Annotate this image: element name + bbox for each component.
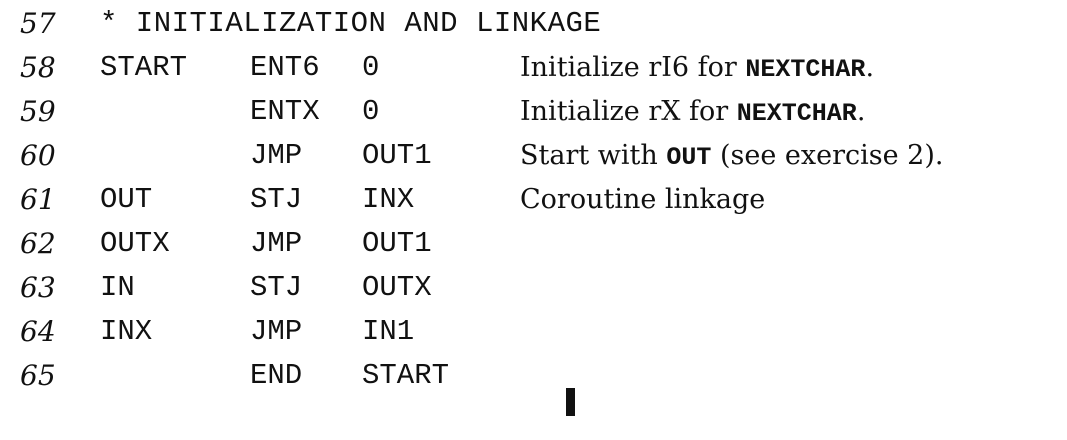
address-field: OUT1 [362, 227, 432, 260]
comment-keyword: OUT [666, 143, 712, 172]
listing-line-62: 62 OUTX JMP OUT1 [0, 222, 1067, 266]
line-number: 62 [20, 227, 56, 260]
listing-line-57: 57 * INITIALIZATION AND LINKAGE [0, 2, 1067, 46]
comment-text-end: . [856, 96, 866, 127]
address-field: OUT1 [362, 139, 432, 172]
address-field: 0 [362, 95, 380, 128]
listing-line-61: 61 OUT STJ INX Coroutine linkage [0, 178, 1067, 222]
comment-keyword: NEXTCHAR [736, 99, 857, 128]
opcode: END [250, 359, 303, 392]
line-number: 63 [20, 271, 56, 304]
line-number: 60 [20, 139, 56, 172]
address-field: OUTX [362, 271, 432, 304]
listing-line-59: 59 ENTX 0 Initialize rX for NEXTCHAR. [0, 90, 1067, 134]
opcode: JMP [250, 315, 303, 348]
listing-line-64: 64 INX JMP IN1 [0, 310, 1067, 354]
listing-line-63: 63 IN STJ OUTX [0, 266, 1067, 310]
comment-text: Coroutine linkage [520, 184, 766, 215]
opcode: STJ [250, 271, 303, 304]
listing-line-60: 60 JMP OUT1 Start with OUT (see exercise… [0, 134, 1067, 178]
section-heading: * INITIALIZATION AND LINKAGE [100, 7, 602, 40]
comment-keyword: NEXTCHAR [745, 55, 866, 84]
opcode: ENT6 [250, 51, 320, 84]
comment-text: Initialize rX for [520, 96, 737, 127]
address-field: INX [362, 183, 415, 216]
line-number: 59 [20, 95, 56, 128]
comment: Start with OUT (see exercise 2). [520, 134, 943, 180]
opcode: STJ [250, 183, 303, 216]
opcode: JMP [250, 227, 303, 260]
comment-text: Start with [520, 140, 667, 171]
line-number: 57 [20, 7, 56, 40]
address-field: 0 [362, 51, 380, 84]
address-field: IN1 [362, 315, 415, 348]
text-cursor [566, 388, 575, 416]
location-label: INX [100, 315, 153, 348]
address-field: START [362, 359, 450, 392]
comment-text: Initialize rI6 for [520, 52, 746, 83]
location-label: OUT [100, 183, 153, 216]
comment: Initialize rI6 for NEXTCHAR. [520, 46, 874, 92]
line-number: 64 [20, 315, 56, 348]
comment-text-end: . [865, 52, 875, 83]
opcode: JMP [250, 139, 303, 172]
opcode: ENTX [250, 95, 320, 128]
location-label: START [100, 51, 188, 84]
listing-line-65: 65 END START [0, 354, 1067, 398]
location-label: IN [100, 271, 135, 304]
location-label: OUTX [100, 227, 170, 260]
comment: Coroutine linkage [520, 178, 765, 222]
line-number: 61 [20, 183, 56, 216]
comment: Initialize rX for NEXTCHAR. [520, 90, 865, 136]
line-number: 65 [20, 359, 56, 392]
listing-line-58: 58 START ENT6 0 Initialize rI6 for NEXTC… [0, 46, 1067, 90]
comment-text-end: (see exercise 2). [711, 140, 944, 171]
line-number: 58 [20, 51, 56, 84]
